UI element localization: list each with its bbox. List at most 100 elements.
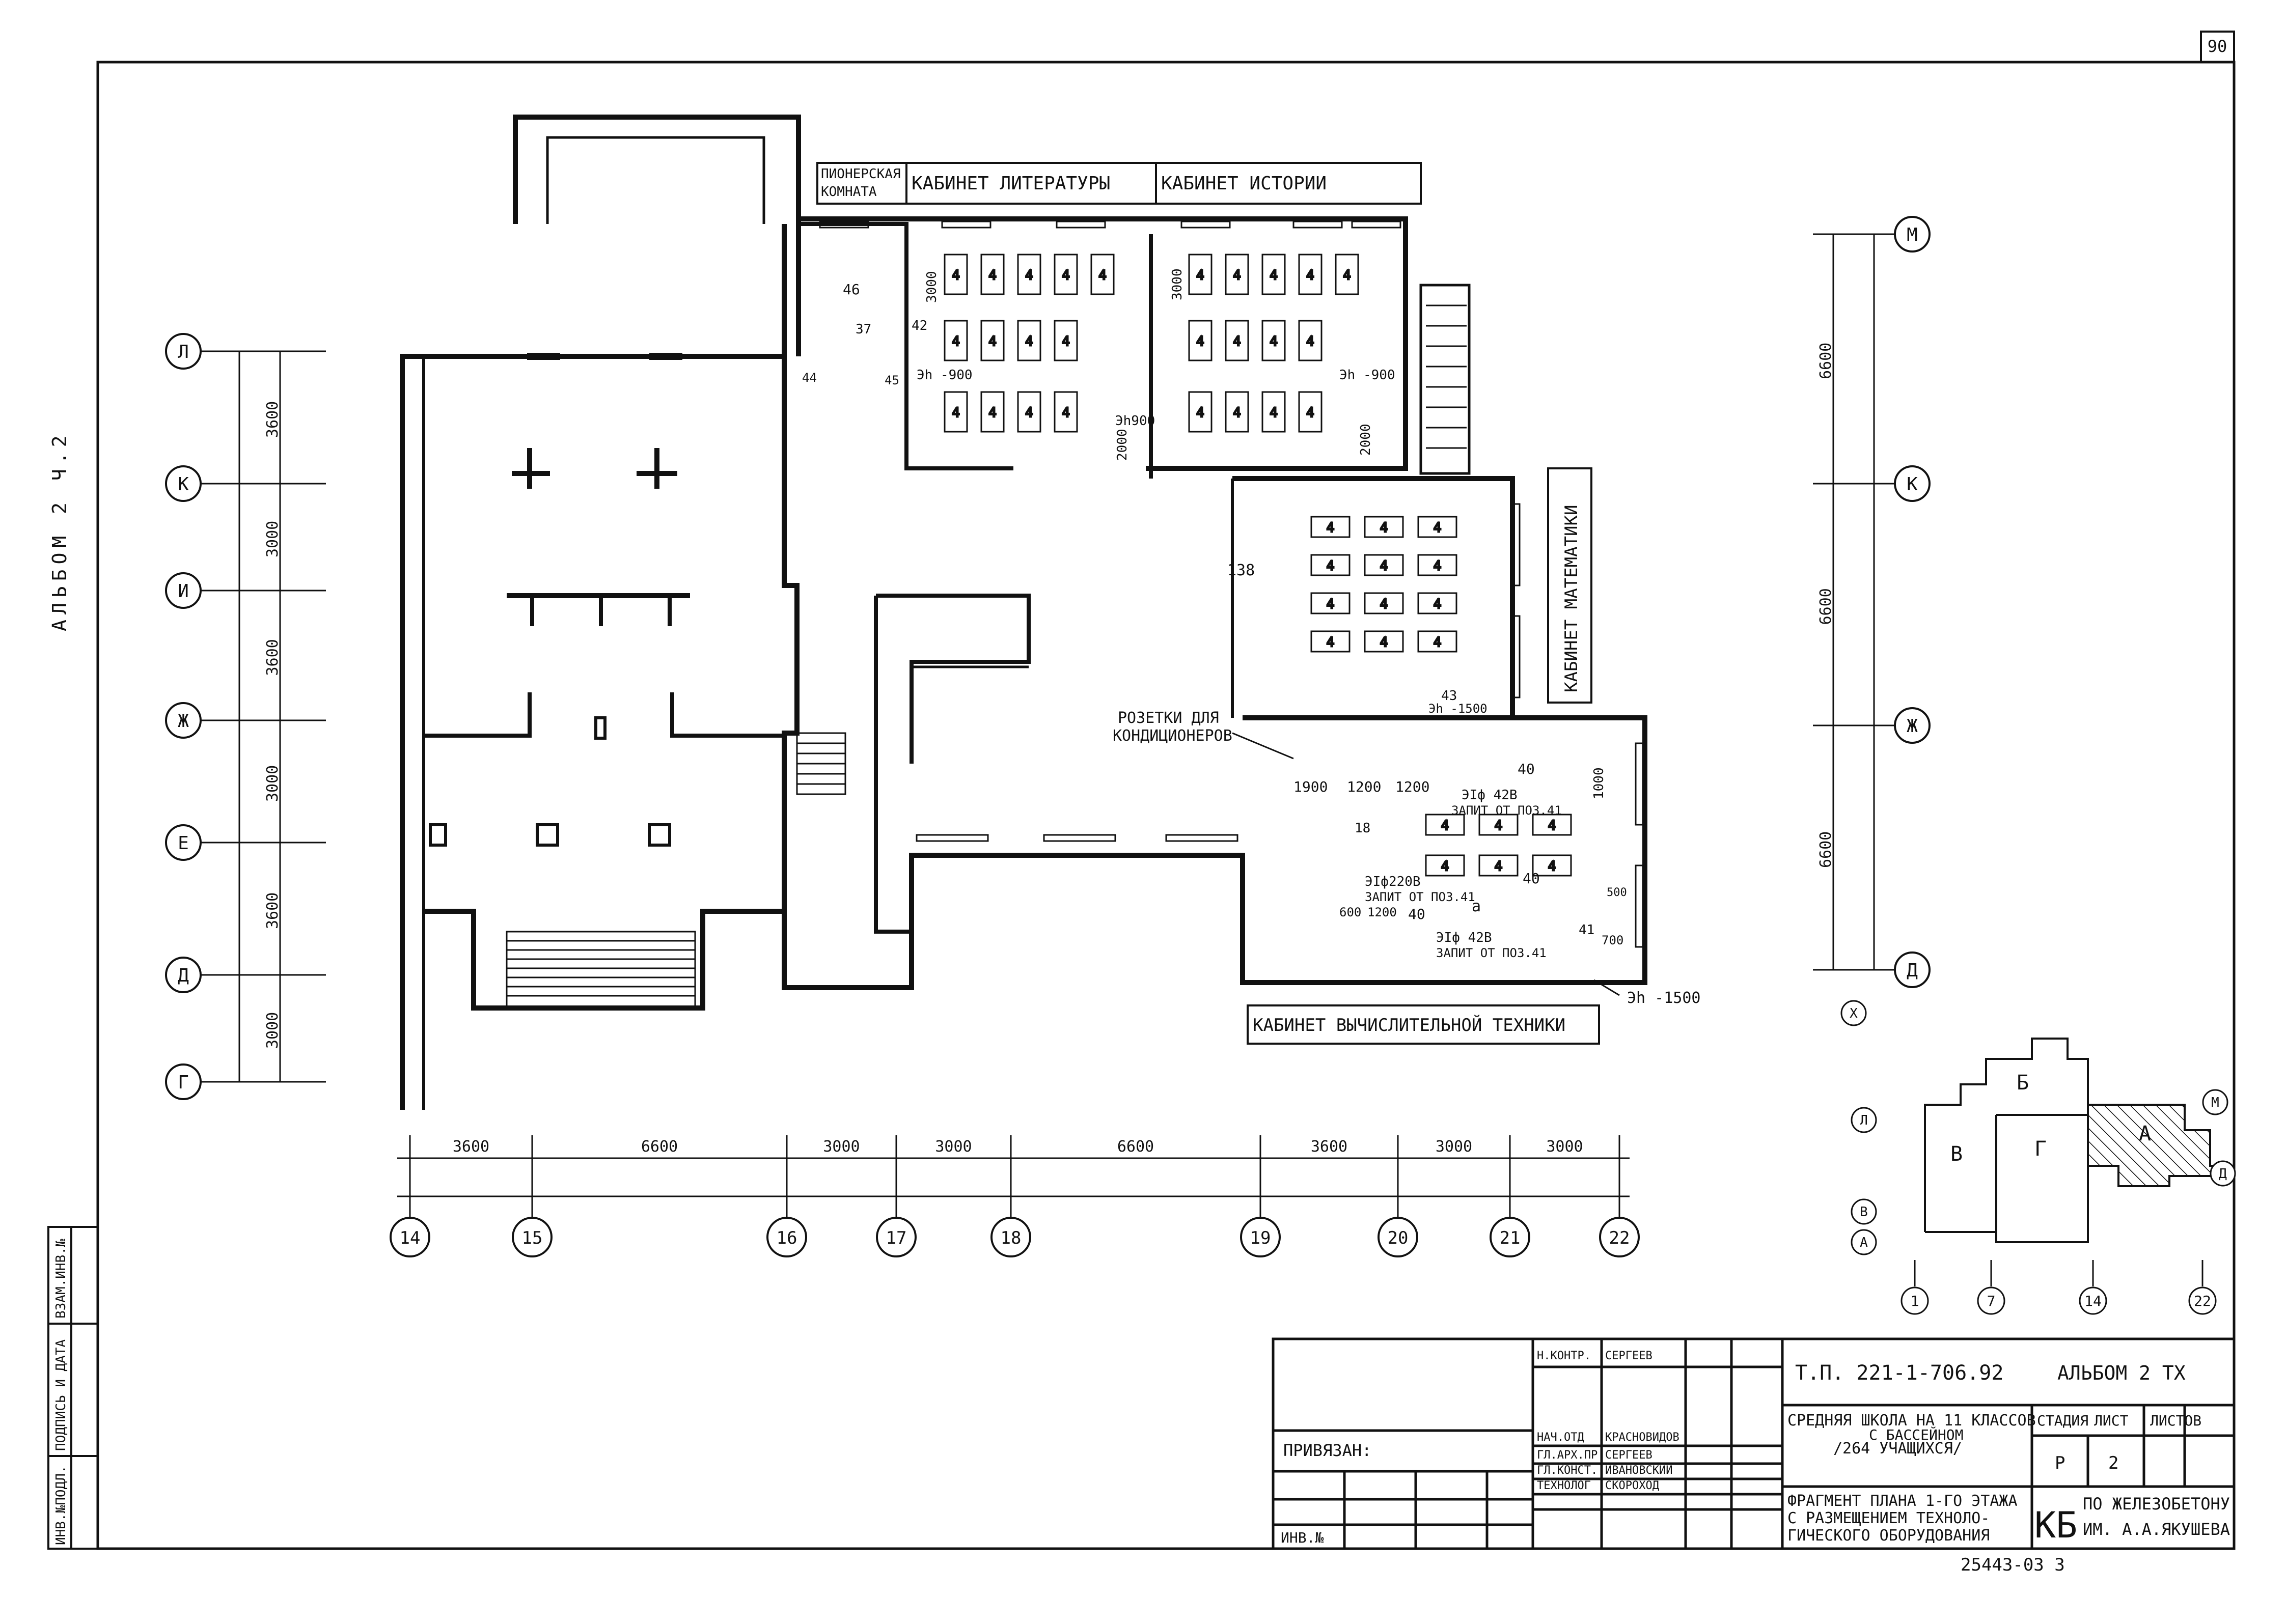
desk (1364, 592, 1404, 614)
ac-sockets-note-2: КОНДИЦИОНЕРОВ (1113, 727, 1232, 745)
key-axis-bubble (2210, 1160, 2236, 1187)
desk-number: 4 (988, 334, 997, 349)
axis-bubble (1378, 1217, 1418, 1257)
item-40-b: 40 (1523, 870, 1540, 887)
dim-3000-a: 3000 (924, 271, 940, 303)
desk (980, 320, 1005, 361)
desk-number: 4 (1270, 334, 1278, 349)
axis-letter: Ж (1907, 716, 1918, 737)
school-line-3: /264 УЧАЩИХСЯ/ (1833, 1440, 1962, 1458)
desk (1017, 254, 1041, 295)
desk-number: 4 (1434, 520, 1442, 536)
item-43: 43 (1441, 688, 1457, 704)
inv-no-label: ИНВ.№ (1281, 1529, 1324, 1546)
desk (1335, 254, 1359, 295)
desk (1417, 630, 1457, 653)
signer-role: ГЛ.АРХ.ПР. (1537, 1449, 1604, 1462)
axis-letter: И (178, 581, 189, 602)
axis-dim: 6600 (1117, 1138, 1154, 1156)
key-axis-bubble (2202, 1089, 2228, 1115)
dim-2000-a: 2000 (1115, 429, 1130, 461)
key-axis-letter: Х (1850, 1006, 1858, 1021)
item-46: 46 (843, 281, 860, 298)
dim-1900: 1900 (1293, 778, 1328, 795)
key-axis-number: 7 (1987, 1293, 1996, 1309)
stage-label: СТАДИЯ (2037, 1412, 2088, 1429)
item-41: 41 (1579, 922, 1594, 938)
item-40-c: 40 (1408, 906, 1425, 922)
desk (1225, 320, 1249, 361)
desk (1054, 254, 1078, 295)
key-axis-bubble (1840, 1000, 1867, 1026)
desk-number: 4 (1380, 597, 1388, 612)
axis-letter: М (1907, 225, 1918, 245)
desk-number: 4 (1233, 268, 1241, 283)
linked-label: ПРИВЯЗАН: (1283, 1441, 1371, 1460)
axis-dim: 3600 (264, 892, 282, 929)
desk (1364, 554, 1404, 576)
dim-1200-b: 1200 (1395, 778, 1429, 795)
sheets-label: ЛИСТОВ (2150, 1412, 2201, 1429)
key-axis-bubble (1851, 1198, 1877, 1225)
dim-1000: 1000 (1591, 767, 1607, 799)
desk-number: 4 (1495, 818, 1503, 833)
dim-2000-b: 2000 (1358, 424, 1373, 456)
history-room-box (1155, 162, 1422, 205)
axis-dim: 6600 (1817, 831, 1835, 868)
axis-number: 22 (1609, 1228, 1630, 1248)
desk (1261, 320, 1286, 361)
key-axis-number: 22 (2194, 1293, 2211, 1309)
signer-role: ТЕХНОЛОГ (1537, 1479, 1591, 1492)
desk-number: 4 (1380, 520, 1388, 536)
key-axis-bubble (1901, 1286, 1929, 1315)
key-axis-letter: А (1860, 1235, 1868, 1250)
desk-number: 4 (1434, 558, 1442, 574)
desk (1364, 630, 1404, 653)
item-a: а (1472, 898, 1481, 915)
axis-number: 21 (1500, 1228, 1521, 1248)
axis-number: 18 (1001, 1228, 1022, 1248)
key-axis-letter: Л (1860, 1113, 1868, 1128)
desk (1017, 320, 1041, 361)
page-number-box (2200, 31, 2235, 63)
axis-dim: 3600 (264, 401, 282, 438)
desk (1310, 592, 1351, 614)
axis-dim: 3600 (1311, 1138, 1347, 1156)
key-plan-section-b: Б (2017, 1071, 2029, 1095)
outer-frame (96, 61, 2236, 1550)
axis-dim: 3000 (264, 765, 282, 802)
building-walls (400, 115, 1647, 1110)
desk-number: 4 (1025, 268, 1033, 283)
signer-name: СЕРГЕЕВ (1605, 1350, 1652, 1362)
desk-number: 4 (1233, 334, 1241, 349)
axis-number: 14 (400, 1228, 421, 1248)
axis-number: 20 (1388, 1228, 1409, 1248)
desk-number: 4 (1233, 405, 1241, 421)
desk-number: 4 (1196, 334, 1204, 349)
item-37: 37 (856, 322, 871, 337)
desk (1298, 391, 1323, 433)
eh-900b-note: Эh900 (1115, 413, 1155, 429)
desk (1310, 630, 1351, 653)
side-stamp-inv: ИНВ.№ПОДЛ. (53, 1465, 69, 1545)
project-code: Т.П. 221-1-706.92 (1795, 1361, 2003, 1385)
desk (1478, 814, 1519, 836)
desk-number: 4 (1327, 635, 1335, 650)
desk (1017, 391, 1041, 433)
axis-bubble (876, 1217, 917, 1257)
desk-number: 4 (1196, 268, 1204, 283)
desk (1425, 854, 1465, 877)
columns (424, 353, 784, 847)
desk (944, 254, 968, 295)
axis-dim: 6600 (1817, 588, 1835, 625)
desk (1261, 254, 1286, 295)
key-plan-section-v: В (1950, 1142, 1963, 1166)
desk-number: 4 (1548, 859, 1556, 874)
desk-number: 4 (1062, 334, 1070, 349)
eh-900-note-lit: Эh -900 (917, 368, 973, 383)
school-line-1: СРЕДНЯЯ ШКОЛА НА 11 КЛАССОВ (1787, 1412, 2036, 1430)
